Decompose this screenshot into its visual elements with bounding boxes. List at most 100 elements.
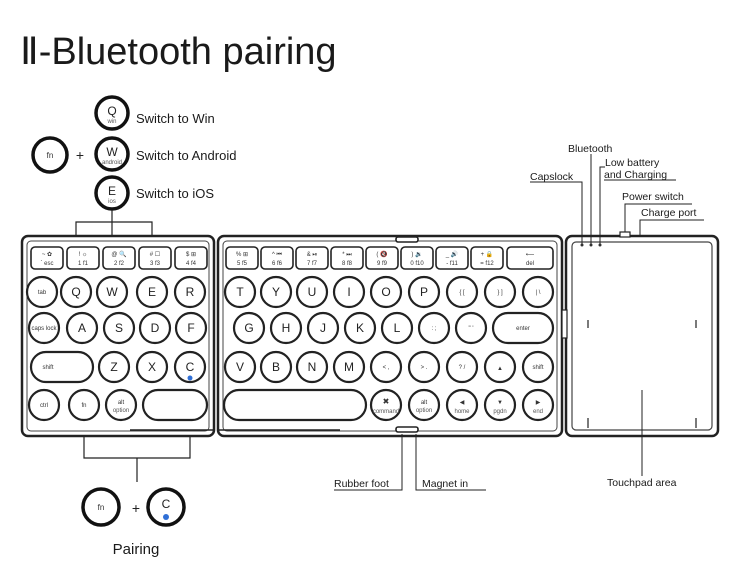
key-label: G — [244, 321, 253, 335]
pairing-c-label: C — [162, 497, 171, 511]
keyboard-key — [483, 388, 517, 422]
keyboard-key — [491, 311, 555, 345]
keyboard-key — [135, 350, 169, 384]
middle-fn-row: % ⊞ 5 f5 ^ ⏮ 6 f6 & ⏯ 7 f7 * ⏭ 8 f8 ( 🔇 … — [225, 246, 554, 270]
keyboard-key — [400, 246, 434, 270]
key-label: ^ ⏮ — [272, 252, 282, 258]
key-label: ~ ✿ — [42, 251, 52, 258]
keyboard-key — [95, 275, 129, 309]
panel-outline — [561, 309, 568, 339]
keyboard-key — [138, 311, 172, 345]
key-label: O — [381, 285, 390, 299]
keyboard-key — [445, 388, 479, 422]
keyboard-key — [295, 246, 329, 270]
fn-key-combo — [31, 136, 69, 174]
keyboard-key — [222, 388, 368, 422]
page-title: Ⅱ-Bluetooth pairing — [20, 31, 337, 73]
keyboard-key — [470, 246, 504, 270]
key-label: @ 🔍 — [111, 250, 127, 258]
key-label: # ☐ — [150, 251, 160, 258]
key-label: R — [186, 285, 195, 299]
low-battery-callout: Low battery — [605, 157, 660, 169]
bluetooth-led-icon — [589, 243, 593, 247]
keyboard-key — [30, 246, 64, 270]
w-key-sub: android — [102, 160, 122, 166]
middle-row-3: V B N M < , > . ? / ▲ shift — [223, 350, 555, 384]
key-label: fn — [81, 403, 86, 409]
key-label: 7 f7 — [307, 261, 318, 267]
q-key-combo — [94, 95, 130, 131]
key-label: % ⊞ — [236, 252, 248, 258]
keyboard-key — [380, 311, 414, 345]
left-row-1: tab Q W E R — [25, 275, 207, 309]
keyboard-key — [506, 246, 554, 270]
key-label: command — [373, 409, 399, 415]
power-switch-callout: Power switch — [622, 191, 684, 203]
keyboard-key — [269, 311, 303, 345]
key-label: ◀ — [460, 400, 465, 406]
keyboard-key — [332, 275, 366, 309]
keyboard-key — [27, 311, 61, 345]
key-label: } ] — [497, 290, 503, 296]
keyboard-key — [27, 388, 61, 422]
key-label: ? / — [459, 365, 466, 371]
key-label: W — [106, 285, 118, 299]
fn-key-label: fn — [47, 151, 54, 160]
key-label: F — [187, 321, 194, 335]
magnet-in-callout: Magnet in — [422, 478, 468, 490]
panel-outline — [222, 240, 558, 432]
left-row-4: ctrl fn alt option — [27, 388, 209, 422]
key-label: enter — [516, 326, 530, 332]
touchpad-area-callout: Touchpad area — [607, 477, 677, 489]
key-label: C — [186, 360, 195, 374]
keyboard-key — [67, 388, 101, 422]
key-label: shift — [532, 365, 543, 371]
key-label: : ; — [431, 326, 436, 332]
callout-lines — [334, 154, 704, 491]
key-label: ( 🔇 — [376, 250, 388, 258]
key-label: K — [356, 321, 364, 335]
keyboard-key — [174, 311, 208, 345]
key-label: shift — [42, 365, 53, 371]
key-label: ▲ — [497, 366, 503, 372]
keyboard-key — [369, 350, 403, 384]
panel-outline — [26, 240, 210, 432]
power-switch-icon — [619, 231, 631, 238]
keyboard-key — [135, 275, 169, 309]
key-label: < , — [383, 365, 390, 371]
q-key-sub: win — [106, 119, 116, 125]
key-label: 6 f6 — [272, 261, 283, 267]
key-label: 9 f9 — [377, 261, 388, 267]
charge-port-callout: Charge port — [641, 207, 697, 219]
key-label: " ' — [469, 326, 474, 332]
keyboard-key — [173, 350, 207, 384]
key-label: - f11 — [446, 261, 458, 267]
key-label: home — [454, 409, 470, 415]
keyboard-key — [173, 275, 207, 309]
key-label: ✖ — [383, 397, 390, 406]
keyboard-key — [369, 275, 403, 309]
key-label: pgdn — [493, 409, 506, 415]
keyboard-key — [454, 311, 488, 345]
bluetooth-callout: Bluetooth — [568, 143, 613, 155]
keyboard-key — [260, 246, 294, 270]
key-label: ) 🔉 — [411, 251, 422, 258]
keyboard-key — [66, 246, 100, 270]
q-key-label: Q — [107, 104, 116, 118]
middle-row-1: T Y U I O P { [ } ] | \ — [223, 275, 555, 309]
key-label: _ 🔊 — [445, 250, 459, 258]
keyboard-key — [343, 311, 377, 345]
key-label: E — [148, 285, 156, 299]
pairing-plus-sign: + — [132, 500, 140, 516]
keyboard-key — [306, 311, 340, 345]
key-label: J — [320, 321, 326, 335]
switch-to-ios-label: Switch to iOS — [136, 186, 214, 201]
key-label: T — [236, 285, 244, 299]
key-label: 1 f1 — [78, 261, 89, 267]
keyboard-key — [369, 388, 403, 422]
keyboard-key — [102, 311, 136, 345]
key-label: $ ⊞ — [186, 252, 196, 258]
key-label: ⟵ — [526, 252, 535, 258]
keyboard-key — [483, 275, 517, 309]
keyboard-key — [232, 311, 266, 345]
